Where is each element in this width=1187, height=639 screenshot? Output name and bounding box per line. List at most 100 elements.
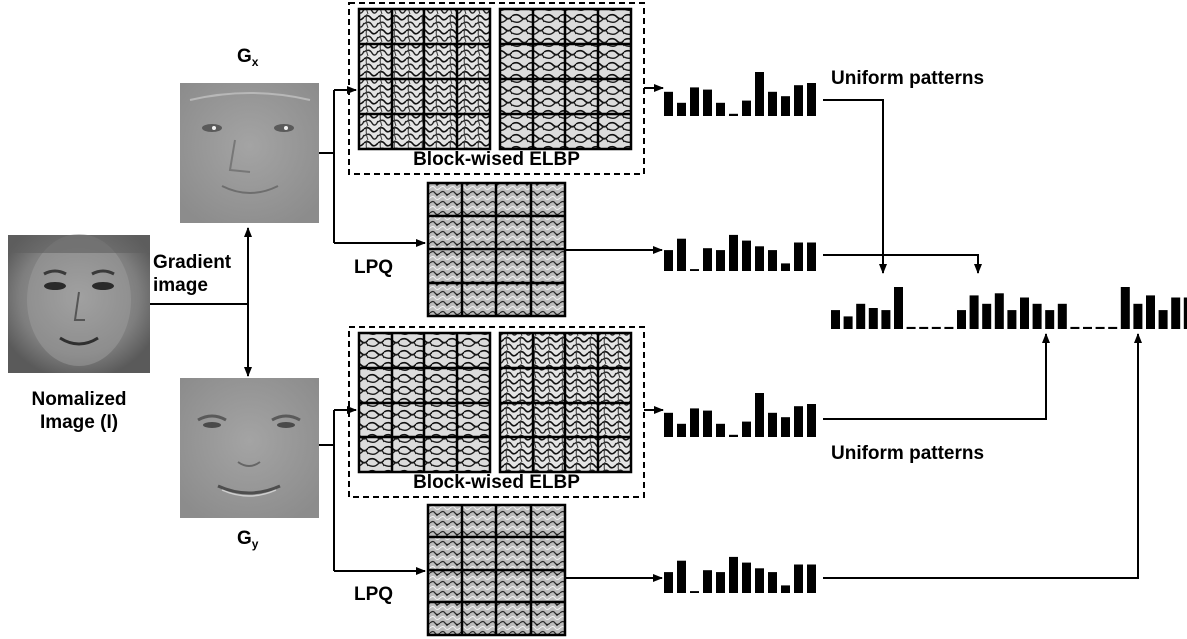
concat-bar-8 bbox=[919, 326, 929, 329]
top-lpq-bar-1 bbox=[664, 250, 673, 271]
top-lpq-bar-11 bbox=[794, 242, 803, 271]
bottom-uniform-to-concat-arrow bbox=[823, 333, 1050, 420]
bottom-elbp-image-1 bbox=[357, 331, 492, 474]
top-uniform-to-concat-arrow bbox=[823, 99, 887, 274]
top-lpq-bar-9 bbox=[768, 250, 777, 271]
gradient-label-line2: image bbox=[153, 274, 208, 296]
concat-bar-3 bbox=[856, 303, 866, 329]
concat-bar-24 bbox=[1120, 287, 1130, 329]
top-lpq-bar-3 bbox=[690, 269, 699, 271]
bottom-elbp-image-2 bbox=[498, 331, 633, 474]
concat-bar-18 bbox=[1045, 310, 1055, 329]
concat-bar-5 bbox=[881, 310, 891, 329]
concat-bar-9 bbox=[931, 326, 941, 329]
bottom-lpq-bar-4 bbox=[703, 570, 712, 593]
bottom-lpq-bar-1 bbox=[664, 572, 673, 593]
gradient-label-line1: Gradient bbox=[153, 252, 232, 273]
top-lpq-histogram bbox=[664, 234, 816, 271]
bottom-lpq-bar-3 bbox=[690, 591, 699, 593]
bottom-lpq-image bbox=[426, 503, 567, 637]
concat-bar-29 bbox=[1183, 297, 1187, 329]
concat-bar-12 bbox=[969, 295, 979, 329]
bottom-uniform-bar-5 bbox=[716, 423, 725, 437]
gradient-image-label: Gradient image bbox=[153, 252, 231, 298]
bottom-uniform-patterns-label: Uniform patterns bbox=[831, 443, 985, 464]
top-lpq-to-concat-arrow bbox=[823, 254, 982, 274]
gx-label-main: G bbox=[237, 46, 252, 67]
bottom-lpq-bar-12 bbox=[807, 564, 816, 593]
normalized-label-line1: Nomalized bbox=[31, 389, 127, 410]
top-uniform-bar-9 bbox=[768, 91, 777, 116]
top-uniform-patterns-label: Uniform patterns bbox=[831, 68, 985, 89]
concat-bar-26 bbox=[1146, 295, 1155, 329]
bottom-uniform-bar-10 bbox=[781, 417, 790, 437]
top-uniform-bar-8 bbox=[755, 72, 764, 116]
bottom-lpq-label: LPQ bbox=[354, 584, 394, 605]
connectors bbox=[150, 84, 1142, 582]
concat-bar-23 bbox=[1108, 326, 1118, 329]
bottom-lpq-bar-6 bbox=[729, 556, 738, 593]
bottom-uniform-bar-6 bbox=[729, 434, 738, 437]
bottom-uniform-bar-12 bbox=[807, 404, 816, 437]
bottom-uniform-bar-8 bbox=[755, 393, 764, 437]
top-lpq-bar-10 bbox=[781, 263, 790, 271]
concat-bar-4 bbox=[868, 308, 878, 329]
normalized-face-image bbox=[8, 234, 150, 373]
top-lpq-label: LPQ bbox=[354, 257, 394, 278]
top-lpq-bar-2 bbox=[677, 238, 686, 271]
top-elbp-image-2 bbox=[498, 7, 633, 151]
concat-bar-13 bbox=[982, 303, 992, 329]
top-lpq-bar-8 bbox=[755, 246, 764, 271]
bottom-uniform-bar-4 bbox=[703, 410, 712, 437]
concatenated-histogram bbox=[831, 287, 1187, 329]
top-lpq-image bbox=[426, 181, 567, 318]
top-uniform-bar-10 bbox=[781, 96, 790, 116]
top-uniform-bar-2 bbox=[677, 102, 686, 116]
gx-label: Gx bbox=[237, 46, 258, 69]
gy-label-sub: y bbox=[251, 537, 259, 551]
top-lpq-bar-12 bbox=[807, 242, 816, 271]
top-lpq-bar-5 bbox=[716, 250, 725, 271]
bottom-lpq-bar-7 bbox=[742, 562, 751, 593]
bottom-lpq-bar-2 bbox=[677, 560, 686, 593]
bottom-uniform-bar-2 bbox=[677, 423, 686, 437]
concat-bar-21 bbox=[1083, 326, 1092, 329]
concat-bar-27 bbox=[1158, 310, 1168, 329]
concat-bar-17 bbox=[1032, 303, 1042, 329]
gy-label-main: G bbox=[237, 528, 252, 549]
top-uniform-bar-12 bbox=[807, 83, 816, 116]
bottom-lpq-histogram bbox=[664, 556, 816, 593]
bottom-uniform-bar-1 bbox=[664, 412, 673, 437]
concat-bar-22 bbox=[1095, 326, 1105, 329]
concat-bar-1 bbox=[831, 310, 840, 329]
top-lpq-bar-6 bbox=[729, 234, 738, 271]
bottom-uniform-bar-7 bbox=[742, 421, 751, 437]
top-uniform-bar-6 bbox=[729, 113, 738, 116]
bottom-lpq-bar-9 bbox=[768, 572, 777, 593]
concat-bar-20 bbox=[1070, 326, 1080, 329]
top-uniform-bar-3 bbox=[690, 87, 699, 116]
bottom-lpq-bar-5 bbox=[716, 572, 725, 593]
top-uniform-bar-1 bbox=[664, 91, 673, 116]
bottom-lpq-bar-10 bbox=[781, 585, 790, 593]
concat-bar-19 bbox=[1057, 303, 1067, 329]
gy-gradient-image bbox=[180, 378, 319, 518]
bottom-lpq-bar-8 bbox=[755, 568, 764, 593]
concat-bar-6 bbox=[894, 287, 903, 329]
concat-bar-14 bbox=[994, 293, 1004, 329]
top-uniform-histogram bbox=[664, 72, 816, 116]
normalized-image-label: Nomalized Image (I) bbox=[18, 389, 140, 435]
gx-gradient-image bbox=[180, 83, 319, 223]
bottom-lpq-to-concat-arrow bbox=[823, 333, 1142, 579]
top-uniform-bar-11 bbox=[794, 85, 803, 116]
bottom-lpq-bar-11 bbox=[794, 564, 803, 593]
top-uniform-bar-5 bbox=[716, 102, 725, 116]
top-lpq-bar-4 bbox=[703, 248, 712, 271]
top-uniform-bar-4 bbox=[703, 89, 712, 116]
concat-bar-2 bbox=[843, 316, 853, 329]
concat-bar-16 bbox=[1020, 297, 1029, 329]
concat-bar-15 bbox=[1007, 310, 1017, 329]
top-uniform-bar-7 bbox=[742, 100, 751, 116]
